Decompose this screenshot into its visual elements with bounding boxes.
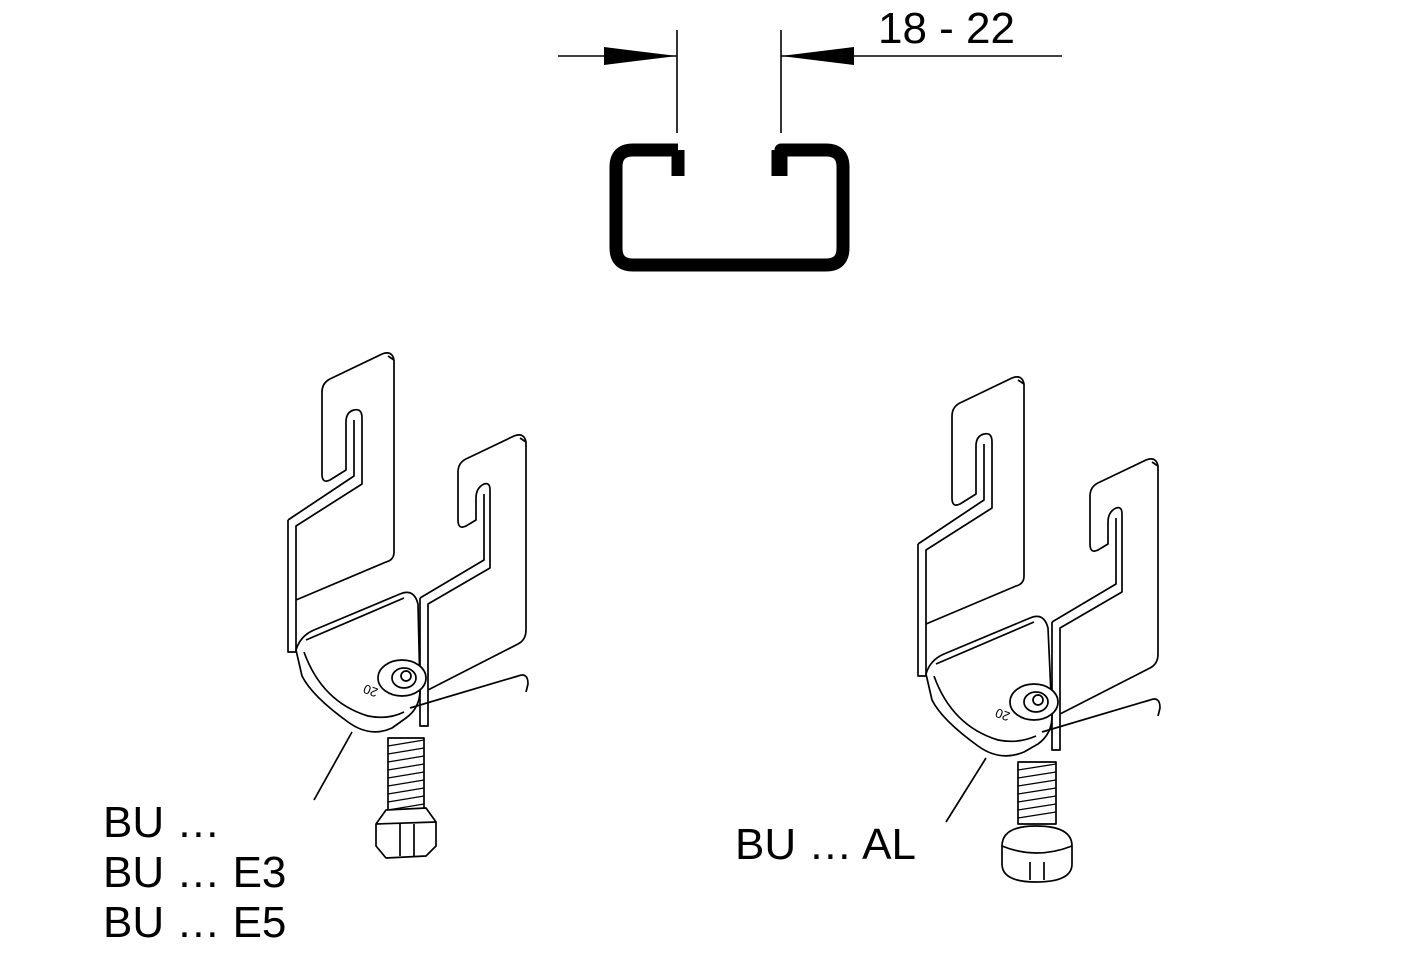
dimension-annotation <box>558 30 1062 133</box>
clamp-right-back-arm <box>917 376 1025 677</box>
arrowhead-left <box>604 47 677 65</box>
clamp-right: 20 <box>917 376 1161 883</box>
clamp-right-threaded-rod <box>1017 761 1057 825</box>
clamp-left-label-2: BU … E3 <box>103 848 287 897</box>
clamp-left-leader <box>313 731 353 801</box>
clamp-right-front-arm <box>1051 458 1159 751</box>
clamp-left-label-3: BU … E5 <box>103 898 287 947</box>
c-channel-profile <box>609 143 850 272</box>
clamp-right-cradle <box>925 615 1053 757</box>
arrowhead-right <box>781 47 854 65</box>
dimension-label: 18 - 22 <box>878 4 1015 53</box>
clamp-left-stamp: 20 <box>361 681 380 700</box>
clamp-right-label-1: BU … AL <box>735 820 916 869</box>
clamp-left-back-arm <box>287 352 395 653</box>
clamp-left: 20 <box>287 352 529 859</box>
clamp-left-front-arm <box>419 434 527 727</box>
clamp-left-threaded-rod <box>387 737 425 819</box>
clamp-left-hex-nut <box>375 807 437 859</box>
clamp-right-round-nut <box>1001 825 1073 883</box>
clamp-left-label-1: BU … <box>103 798 221 847</box>
clamp-left-cradle <box>295 591 421 733</box>
clamp-right-stamp: 20 <box>993 705 1012 724</box>
clamp-right-leader <box>945 757 987 823</box>
